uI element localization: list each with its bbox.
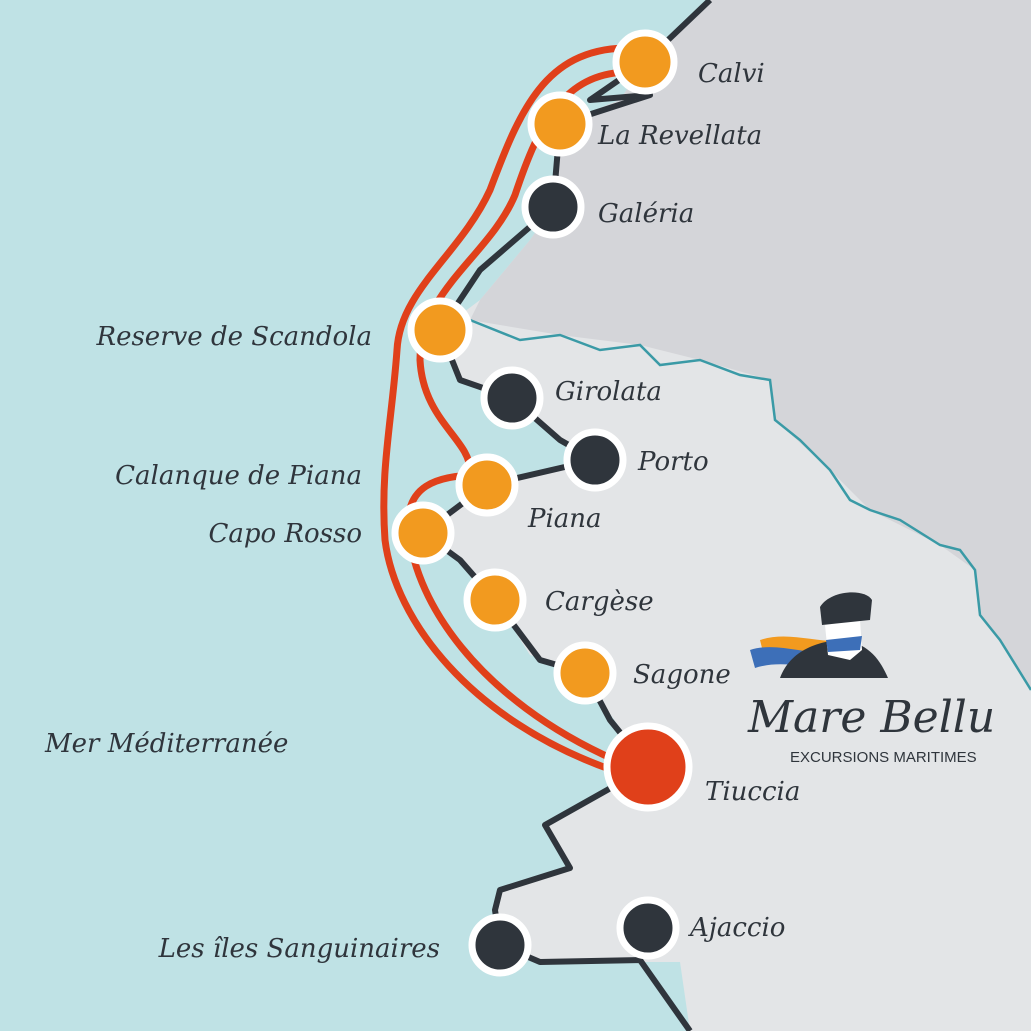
label-capo-rosso: Capo Rosso: [208, 519, 362, 549]
logo: Mare Bellu EXCURSIONS MARITIMES: [747, 592, 995, 766]
stops: [391, 29, 693, 977]
town-galeria[interactable]: [521, 175, 585, 239]
stop-cargese[interactable]: [463, 568, 527, 632]
stop-calvi[interactable]: [612, 29, 678, 95]
stop-sagone[interactable]: [553, 641, 617, 705]
label-tiuccia: Tiuccia: [705, 777, 800, 807]
town-girolata[interactable]: [480, 366, 544, 430]
labels: Calvi La Revellata Galéria Reserve de Sc…: [44, 59, 800, 964]
region-border: [469, 318, 1031, 691]
town-ajaccio[interactable]: [616, 896, 680, 960]
departure-tiuccia[interactable]: [603, 722, 693, 812]
label-cargese: Cargèse: [545, 587, 654, 617]
captain-icon: [750, 592, 888, 678]
logo-title: Mare Bellu: [747, 692, 995, 743]
label-piana: Piana: [527, 504, 602, 534]
stop-scandola[interactable]: [407, 297, 473, 363]
logo-subtitle: EXCURSIONS MARITIMES: [790, 749, 977, 766]
route-outer: [380, 44, 629, 774]
stop-calanque-piana[interactable]: [455, 453, 519, 517]
label-sagone: Sagone: [633, 660, 731, 690]
label-porto: Porto: [637, 447, 709, 477]
label-sea: Mer Méditerranée: [44, 729, 288, 759]
stop-capo-rosso[interactable]: [391, 501, 455, 565]
label-calvi: Calvi: [698, 59, 765, 89]
label-calanque-piana: Calanque de Piana: [115, 461, 362, 491]
label-girolata: Girolata: [555, 377, 662, 407]
label-sanguinaires: Les îles Sanguinaires: [158, 934, 440, 964]
label-galeria: Galéria: [598, 199, 694, 229]
town-porto[interactable]: [563, 428, 627, 492]
label-la-revellata: La Revellata: [597, 121, 762, 151]
label-scandola: Reserve de Scandola: [96, 322, 373, 352]
stop-la-revellata[interactable]: [527, 91, 593, 157]
town-sanguinaires[interactable]: [468, 913, 532, 977]
label-ajaccio: Ajaccio: [688, 913, 785, 943]
